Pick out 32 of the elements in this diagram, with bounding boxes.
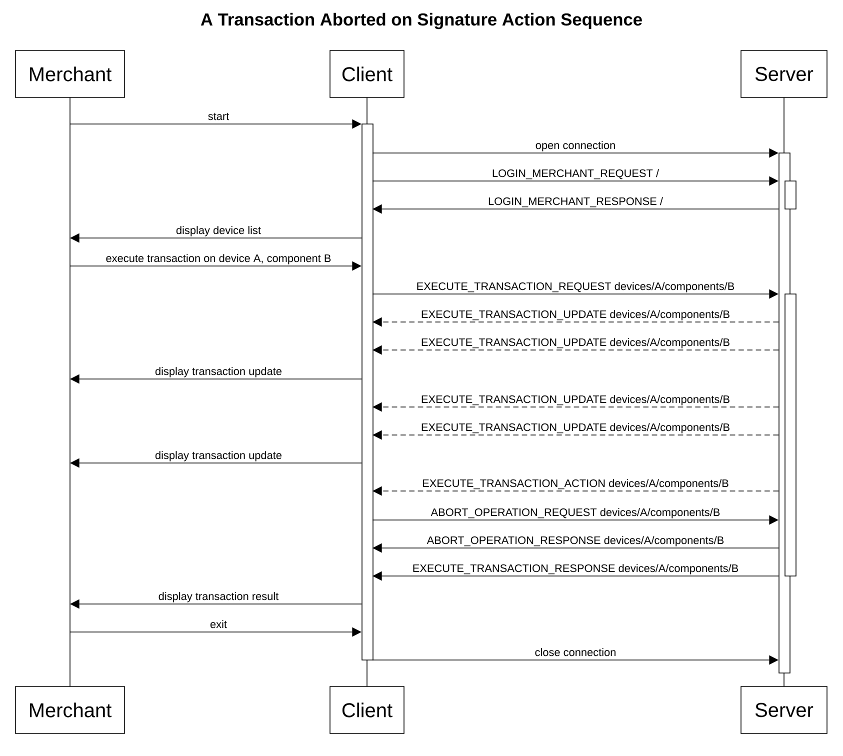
edge-label: display transaction update <box>154 450 283 462</box>
participant-box: Merchant <box>15 686 125 734</box>
edge-label: open connection <box>534 140 616 152</box>
participant-box: Server <box>740 686 828 734</box>
edge-label: close connection <box>534 647 618 657</box>
message-arrow <box>70 119 362 129</box>
message-arrow <box>372 176 778 186</box>
edge-label: EXECUTE_TRANSACTION_REQUEST devices/A/components/B <box>416 281 736 294</box>
edge-label: EXECUTE_TRANSACTION_UPDATE devices/A/components/B <box>420 394 731 406</box>
edge-label: EXECUTE_TRANSACTION_ACTION devices/A/components/B <box>421 478 730 490</box>
participant-box: Client <box>330 50 404 98</box>
edge-label: display transaction update <box>154 366 283 378</box>
edge-label: EXECUTE_TRANSACTION_RESPONSE devices/A/components/B <box>412 563 740 576</box>
edge-label: execute transaction on device A, component B <box>104 253 332 266</box>
edge-label: display transaction result <box>158 591 280 604</box>
participant-box: Client <box>330 686 404 734</box>
participant-box: Merchant <box>15 50 125 98</box>
title: A Transaction Aborted on Signature Action Sequence <box>200 12 642 30</box>
edge-label: ABORT_OPERATION_REQUEST devices/A/components/B <box>430 507 722 520</box>
edge-label: ABORT_OPERATION_RESPONSE devices/A/components/B <box>426 535 725 548</box>
edge-label: EXECUTE_TRANSACTION_UPDATE devices/A/components/B <box>420 309 731 322</box>
edge-label: start <box>207 112 230 121</box>
message-arrow <box>70 261 362 271</box>
message-arrow <box>372 289 778 299</box>
edge-label: LOGIN_MERCHANT_REQUEST / <box>491 168 660 180</box>
edge-label: display device list <box>175 225 262 238</box>
edge-label: EXECUTE_TRANSACTION_UPDATE devices/A/components/B <box>420 422 731 434</box>
edge-label: LOGIN_MERCHANT_RESPONSE / <box>487 196 664 208</box>
participant-box: Server <box>740 50 828 98</box>
edge-label: exit <box>209 619 228 629</box>
message-arrow <box>372 148 778 158</box>
edge-label: EXECUTE_TRANSACTION_UPDATE devices/A/components/B <box>420 337 731 350</box>
